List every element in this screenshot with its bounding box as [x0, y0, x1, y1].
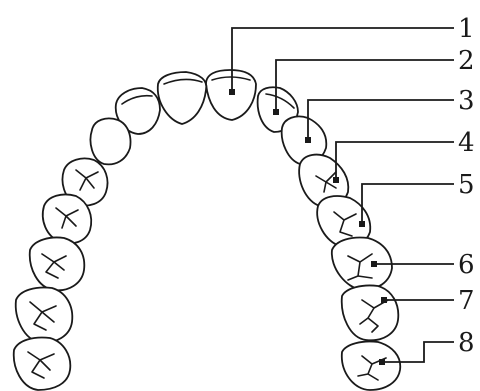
- leader-line-2: [276, 60, 454, 112]
- label-5: 5: [458, 170, 475, 200]
- label-1: 1: [458, 14, 475, 44]
- marker-5: [359, 221, 365, 227]
- marker-2: [273, 109, 279, 115]
- leader-line-4: [336, 142, 454, 180]
- marker-7: [381, 297, 387, 303]
- leader-line-3: [308, 100, 454, 140]
- tooth-left-canine: [91, 118, 131, 164]
- marker-6: [371, 261, 377, 267]
- tooth-second-molar: [342, 285, 399, 340]
- label-2: 2: [458, 46, 475, 76]
- label-4: 4: [458, 128, 475, 158]
- label-7: 7: [458, 286, 475, 316]
- label-3: 3: [458, 86, 475, 116]
- marker-1: [229, 89, 235, 95]
- label-8: 8: [458, 328, 475, 358]
- marker-4: [333, 177, 339, 183]
- leader-line-5: [362, 184, 454, 224]
- number-labels: 1 2 3 4 5 6 7 8: [458, 14, 475, 358]
- marker-3: [305, 137, 311, 143]
- tooth-left-second-premolar: [43, 194, 91, 243]
- label-6: 6: [458, 250, 475, 280]
- tooth-left-second-molar: [16, 288, 73, 343]
- marker-8: [379, 359, 385, 365]
- tooth-left-third-molar: [14, 338, 71, 391]
